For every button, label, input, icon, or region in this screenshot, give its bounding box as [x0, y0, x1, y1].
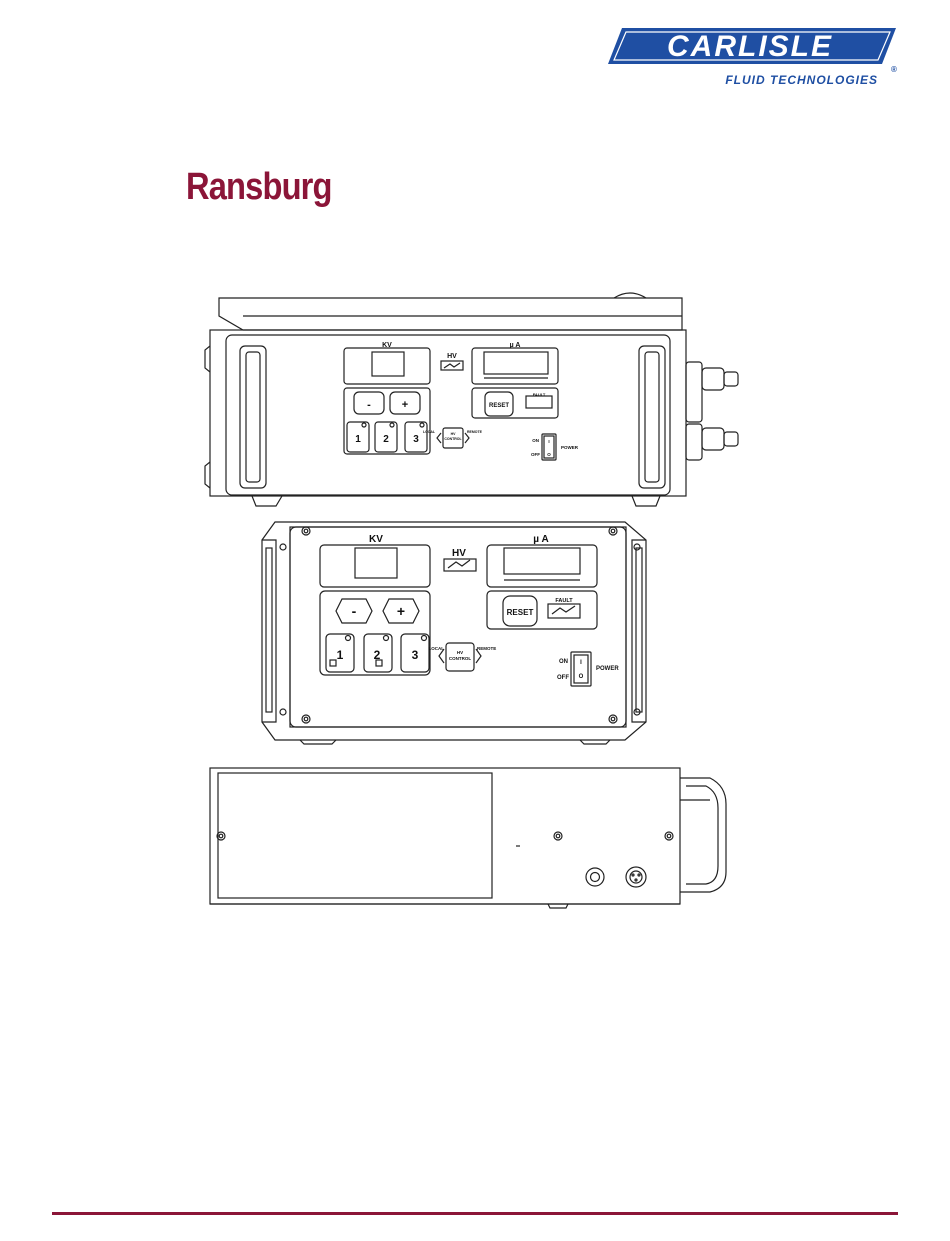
v1-hv-control-line2: CONTROL — [444, 437, 462, 441]
v1-ua-label: µ A — [510, 342, 521, 349]
v1-preset-2-label: 2 — [383, 434, 389, 445]
v2-plus-button-label: + — [397, 603, 405, 619]
v1-switch-off-mark: O — [547, 452, 551, 457]
v1-remote-label: REMOTE — [467, 430, 483, 434]
v1-local-label: LOCAL — [423, 430, 436, 434]
v2-hv-control-line2: CONTROL — [449, 656, 471, 661]
v2-ua-label: µ A — [533, 534, 548, 545]
v2-hv-label: HV — [452, 548, 466, 559]
v2-preset-1-label: 1 — [337, 648, 344, 662]
v1-hv-control-line1: HV — [451, 432, 457, 436]
v1-power-label: POWER — [561, 445, 579, 450]
v2-reset-button-label: RESET — [507, 608, 534, 617]
v2-off-label: OFF — [557, 675, 569, 681]
v1-preset-3-label: 3 — [413, 434, 419, 445]
v1-on-label: ON — [532, 438, 539, 443]
v2-preset-3-label: 3 — [412, 648, 419, 662]
v2-switch-off-mark: O — [579, 674, 584, 680]
v1-off-label: OFF — [531, 452, 540, 457]
v2-kv-label: KV — [369, 534, 383, 545]
v1-switch-on-mark: I — [548, 439, 549, 444]
side-view — [210, 768, 726, 908]
v1-hv-label: HV — [447, 353, 457, 360]
v1-reset-button-label: RESET — [489, 403, 509, 409]
footer-rule — [52, 1212, 898, 1215]
v1-preset-1-label: 1 — [355, 434, 361, 445]
v2-switch-on-mark: I — [580, 660, 582, 666]
v1-minus-button-label: - — [367, 399, 371, 411]
v2-minus-button-label: - — [352, 603, 357, 619]
v1-fault-label: FAULT — [533, 392, 546, 397]
v2-local-label: LOCAL — [429, 646, 445, 651]
v2-power-label: POWER — [596, 666, 619, 672]
v2-on-label: ON — [559, 659, 568, 665]
angled-front-view — [205, 293, 738, 506]
v2-preset-2-label: 2 — [374, 648, 381, 662]
v1-plus-button-label: + — [402, 399, 408, 411]
v1-kv-label: KV — [382, 342, 392, 349]
v2-hv-control-line1: HV — [457, 650, 463, 655]
v2-fault-label: FAULT — [555, 598, 573, 604]
v2-remote-label: REMOTE — [477, 646, 496, 651]
